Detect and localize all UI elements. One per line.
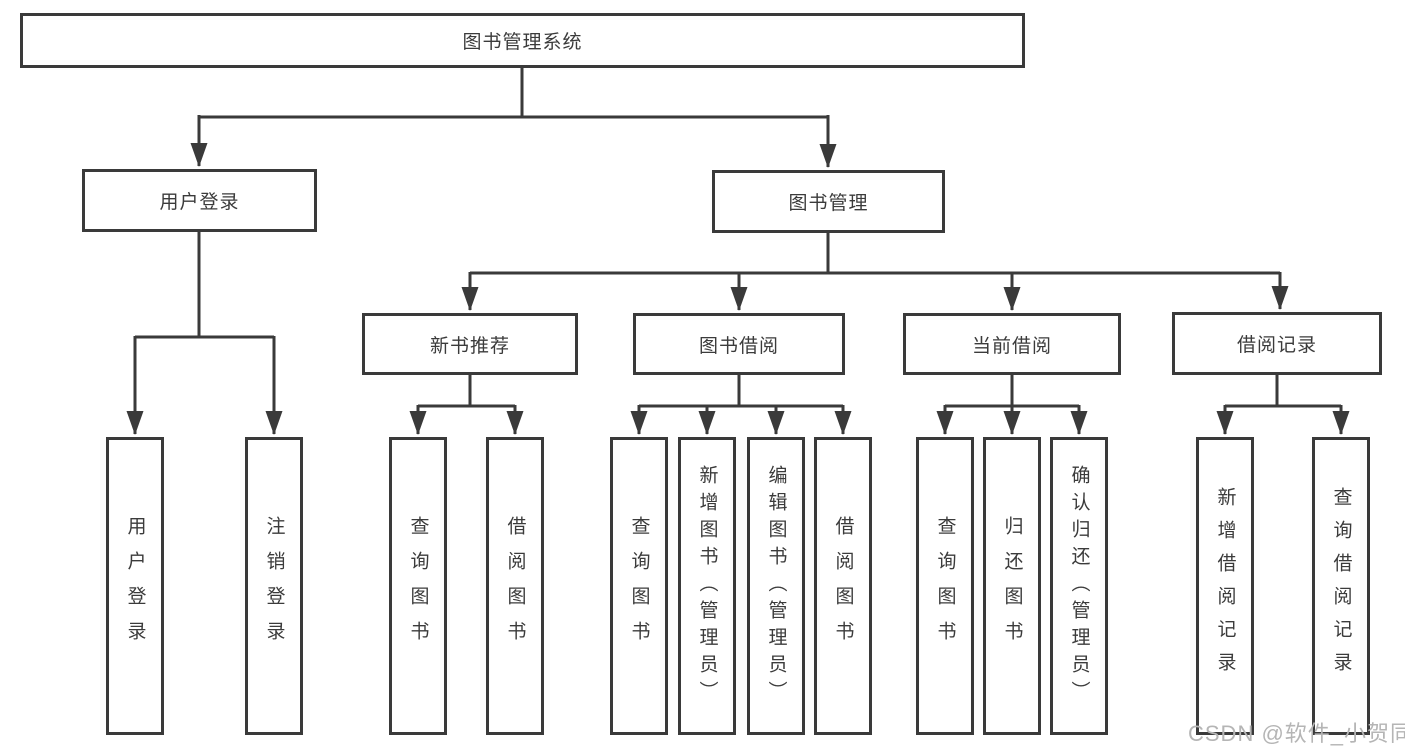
- leaf-query-book-borrow: 查询图书: [610, 437, 668, 735]
- node-label: 图书管理系统: [462, 32, 583, 53]
- node-label: 编辑图书（管理员）: [765, 464, 787, 708]
- node-label: 用户登录: [124, 516, 146, 656]
- node-new-book-recommend: 新书推荐: [362, 313, 578, 375]
- leaf-query-book-newrec: 查询图书: [389, 437, 447, 735]
- node-library-management-system: 图书管理系统: [20, 13, 1025, 68]
- node-label: 查询借阅记录: [1330, 487, 1352, 685]
- node-label: 确认归还（管理员）: [1068, 464, 1090, 708]
- leaf-borrow-book-newrec: 借阅图书: [486, 437, 544, 735]
- leaf-query-book-current: 查询图书: [916, 437, 974, 735]
- node-label: 归还图书: [1001, 516, 1023, 656]
- node-label: 查询图书: [628, 516, 650, 656]
- node-label: 借阅图书: [504, 516, 526, 656]
- node-label: 借阅图书: [832, 516, 854, 656]
- node-label: 查询图书: [407, 516, 429, 656]
- node-label: 图书管理: [788, 193, 869, 214]
- leaf-confirm-return-admin: 确认归还（管理员）: [1050, 437, 1108, 735]
- leaf-user-login: 用户登录: [106, 437, 164, 735]
- node-borrow-records: 借阅记录: [1172, 312, 1382, 375]
- node-book-management: 图书管理: [712, 170, 945, 233]
- node-label: 借阅记录: [1236, 335, 1317, 356]
- leaf-add-book-admin: 新增图书（管理员）: [678, 437, 736, 735]
- leaf-query-borrow-record: 查询借阅记录: [1312, 437, 1370, 735]
- node-label: 新书推荐: [429, 335, 510, 357]
- node-book-borrow: 图书借阅: [633, 313, 845, 375]
- leaf-return-book: 归还图书: [983, 437, 1041, 735]
- node-label: 查询图书: [934, 516, 956, 656]
- node-user-login: 用户登录: [82, 169, 317, 232]
- node-label: 当前借阅: [971, 335, 1052, 357]
- node-label: 用户登录: [159, 192, 240, 213]
- node-label: 新增借阅记录: [1214, 487, 1236, 685]
- node-label: 新增图书（管理员）: [696, 464, 718, 708]
- node-label: 图书借阅: [698, 335, 779, 357]
- csdn-watermark: CSDN @软件_小贺同学: [1188, 721, 1405, 746]
- leaf-edit-book-admin: 编辑图书（管理员）: [747, 437, 805, 735]
- leaf-logout: 注销登录: [245, 437, 303, 735]
- node-current-borrow: 当前借阅: [903, 313, 1121, 375]
- leaf-borrow-book: 借阅图书: [814, 437, 872, 735]
- node-label: 注销登录: [263, 516, 285, 656]
- leaf-add-borrow-record: 新增借阅记录: [1196, 437, 1254, 735]
